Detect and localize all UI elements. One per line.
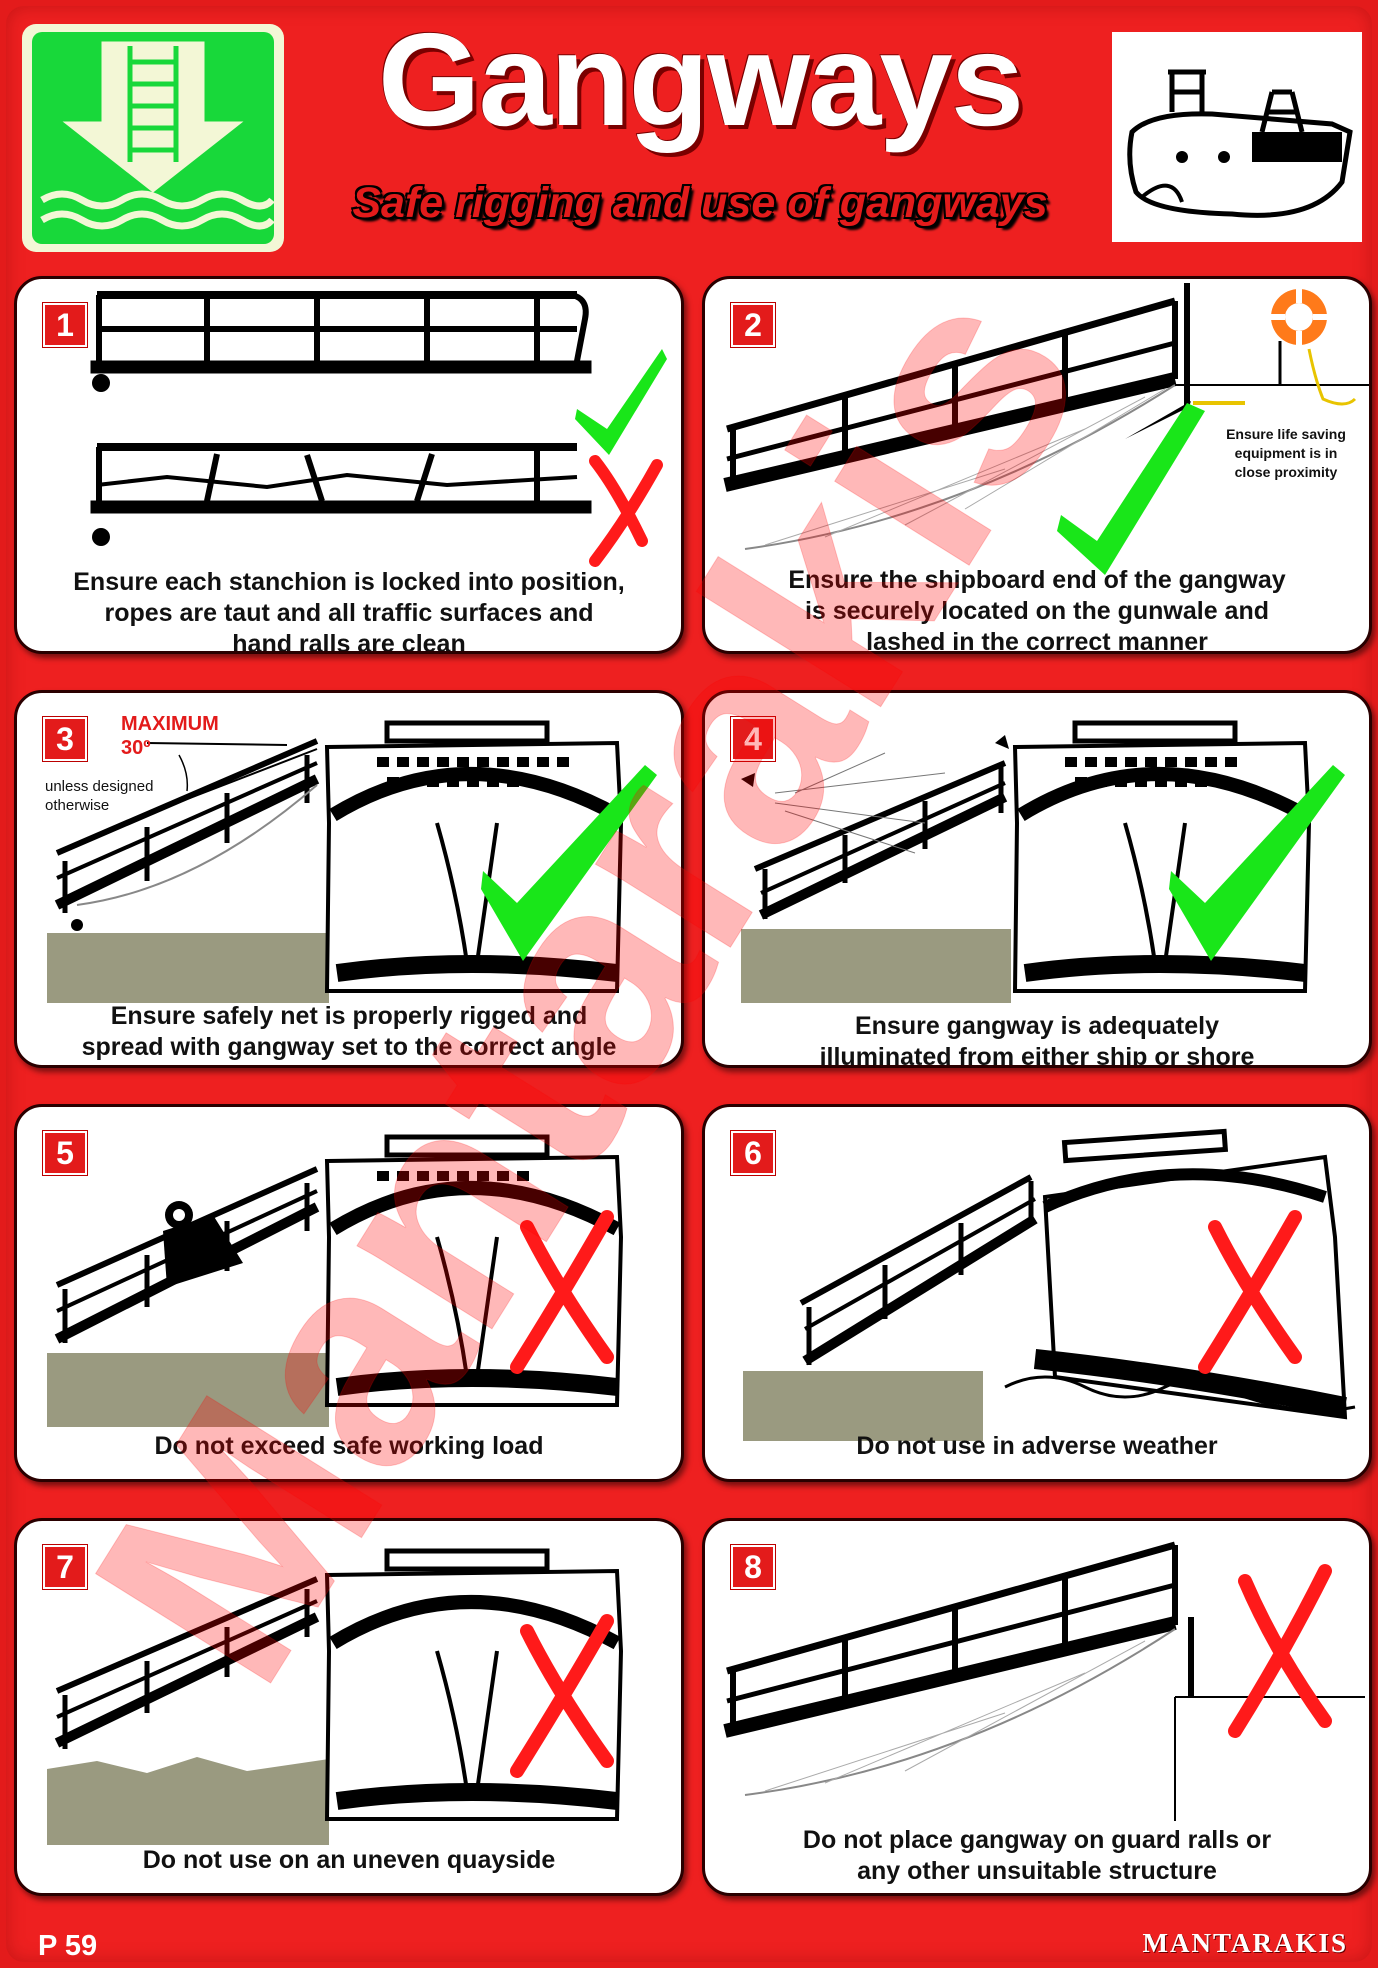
lifesaving-note: Ensure life saving equipment is in close… [1226, 426, 1346, 480]
panel-6: 6 Do not use in adverse weather [702, 1104, 1372, 1482]
panel-7: 7 Do not use on an uneven quayside [14, 1518, 684, 1896]
panel-caption: Ensure the shipboard end of the gangway … [788, 566, 1286, 654]
cross-mark-icon [1228, 1564, 1332, 1738]
lifebuoy-icon [1271, 289, 1327, 345]
ship-logo-icon [1112, 32, 1362, 242]
check-mark-icon [481, 765, 657, 961]
cross-mark-icon [589, 455, 663, 567]
page-title: Gangways [377, 6, 1024, 153]
panel-3: 3 MAXIMUM 30º unless designed otherwise … [14, 690, 684, 1068]
panel-number: 6 [731, 1131, 775, 1175]
panel-4: 4 Ensure gangway is adequately illuminat… [702, 690, 1372, 1068]
check-mark-icon [1169, 765, 1345, 961]
angle-label: MAXIMUM [121, 713, 219, 735]
gangway-exit-sign-icon [22, 24, 284, 252]
angle-note: unless designed otherwise [45, 778, 154, 814]
cross-mark-icon [510, 1614, 614, 1778]
panel-caption: Ensure gangway is adequately illuminated… [819, 1012, 1255, 1068]
panel-number: 2 [731, 303, 775, 347]
panel-caption: Ensure each stanchion is locked into pos… [73, 568, 625, 654]
panel-number: 7 [43, 1545, 87, 1589]
panel-caption: Do not use in adverse weather [856, 1432, 1218, 1460]
panel-number: 1 [43, 303, 87, 347]
panel-5: 5 Do not exceed safe working load [14, 1104, 684, 1482]
brand-name: MANTARAKIS [1142, 1928, 1348, 1958]
panel-caption: Ensure safely net is properly rigged and… [81, 1002, 617, 1061]
panel-number: 3 [43, 717, 87, 761]
page-number: P 59 [38, 1930, 98, 1962]
angle-value: 30º [121, 737, 151, 759]
cross-mark-icon [1198, 1210, 1302, 1374]
panel-number: 4 [731, 717, 775, 761]
panel-number: 5 [43, 1131, 87, 1175]
cross-mark-icon [510, 1210, 614, 1374]
page-subtitle: Safe rigging and use of gangways [352, 179, 1048, 227]
panel-number: 8 [731, 1545, 775, 1589]
panel-1: 1 Ensure each stanchion is locked into p… [14, 276, 684, 654]
check-mark-icon [575, 349, 667, 455]
panel-caption: Do not use on an uneven quayside [142, 1846, 556, 1874]
panel-8: 8 Do not place gangway on guard ralls or… [702, 1518, 1372, 1896]
check-mark-icon [1057, 403, 1205, 575]
panel-caption: Do not place gangway on guard ralls or a… [802, 1826, 1272, 1885]
panel-2: 2 Ensure life saving equipment is in clo… [702, 276, 1372, 654]
panel-caption: Do not exceed safe working load [154, 1432, 544, 1460]
